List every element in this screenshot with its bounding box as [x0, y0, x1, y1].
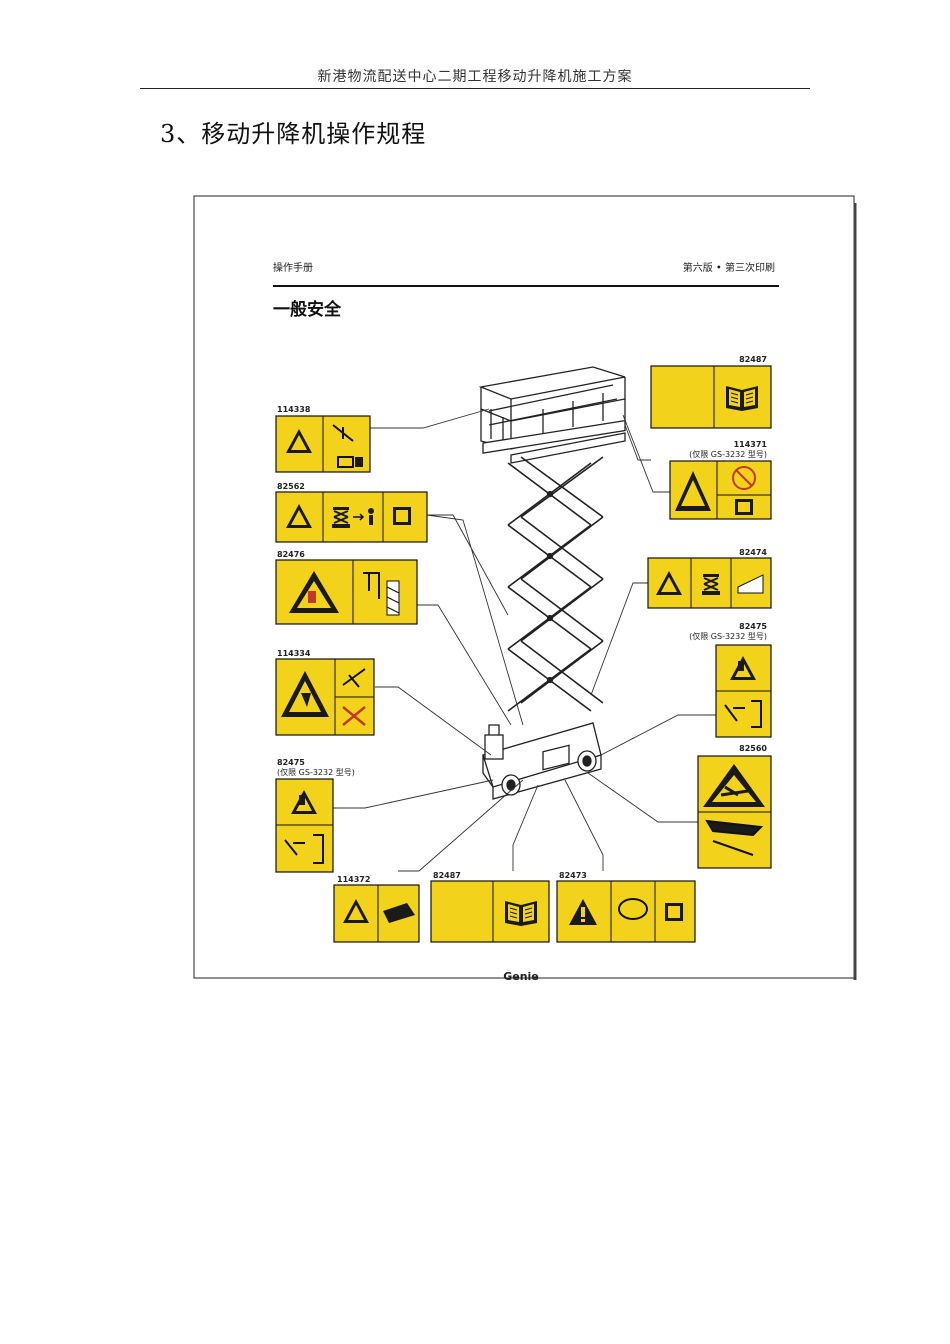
decal-number-114334: 114334 [277, 649, 311, 658]
decal-82487-bottom [430, 880, 550, 943]
manual-page-figure: 操作手册 第六版 • 第三次印刷 一般安全 [193, 195, 857, 980]
decal-82487-top [650, 365, 772, 429]
decal-number-82487-bottom: 82487 [433, 871, 461, 880]
decal-number-114372: 114372 [337, 875, 370, 884]
decal-note-114371: (仅限 GS-3232 型号) [689, 449, 767, 459]
decal-82476 [275, 559, 418, 625]
decal-number-82473: 82473 [559, 871, 587, 880]
manual-brand: Genie [503, 970, 539, 980]
decal-82562 [275, 491, 428, 543]
decal-number-82475-right: 82475 [739, 622, 767, 631]
manual-header-left: 操作手册 [273, 261, 313, 274]
running-header: 新港物流配送中心二期工程移动升降机施工方案 [317, 69, 633, 85]
manual-header-right: 第六版 • 第三次印刷 [683, 261, 775, 274]
decal-82475-right [715, 644, 772, 738]
decal-114372 [333, 884, 420, 943]
decal-114338 [275, 415, 371, 473]
decal-number-82474: 82474 [739, 548, 767, 557]
decal-number-82560: 82560 [739, 744, 767, 753]
decal-114371 [669, 460, 772, 520]
decal-note-82475-right: (仅限 GS-3232 型号) [689, 631, 767, 641]
decal-82560 [697, 755, 772, 869]
decal-number-82562: 82562 [277, 482, 305, 491]
decal-number-82487-top: 82487 [739, 355, 767, 364]
decal-note-82475-left: (仅限 GS-3232 型号) [277, 767, 355, 777]
decal-number-82475-left: 82475 [277, 758, 305, 767]
leader-lines [333, 408, 716, 872]
section-title: 3、移动升降机操作规程 [160, 120, 427, 148]
decal-number-114371: 114371 [734, 440, 768, 449]
decal-82475-left [275, 778, 334, 873]
decal-82473 [556, 880, 696, 943]
header-rule [140, 88, 810, 89]
decal-82474 [647, 557, 772, 609]
decal-114334 [275, 658, 375, 736]
decal-number-82476: 82476 [277, 550, 305, 559]
decal-number-114338: 114338 [277, 405, 311, 414]
manual-heading: 一般安全 [273, 299, 342, 320]
